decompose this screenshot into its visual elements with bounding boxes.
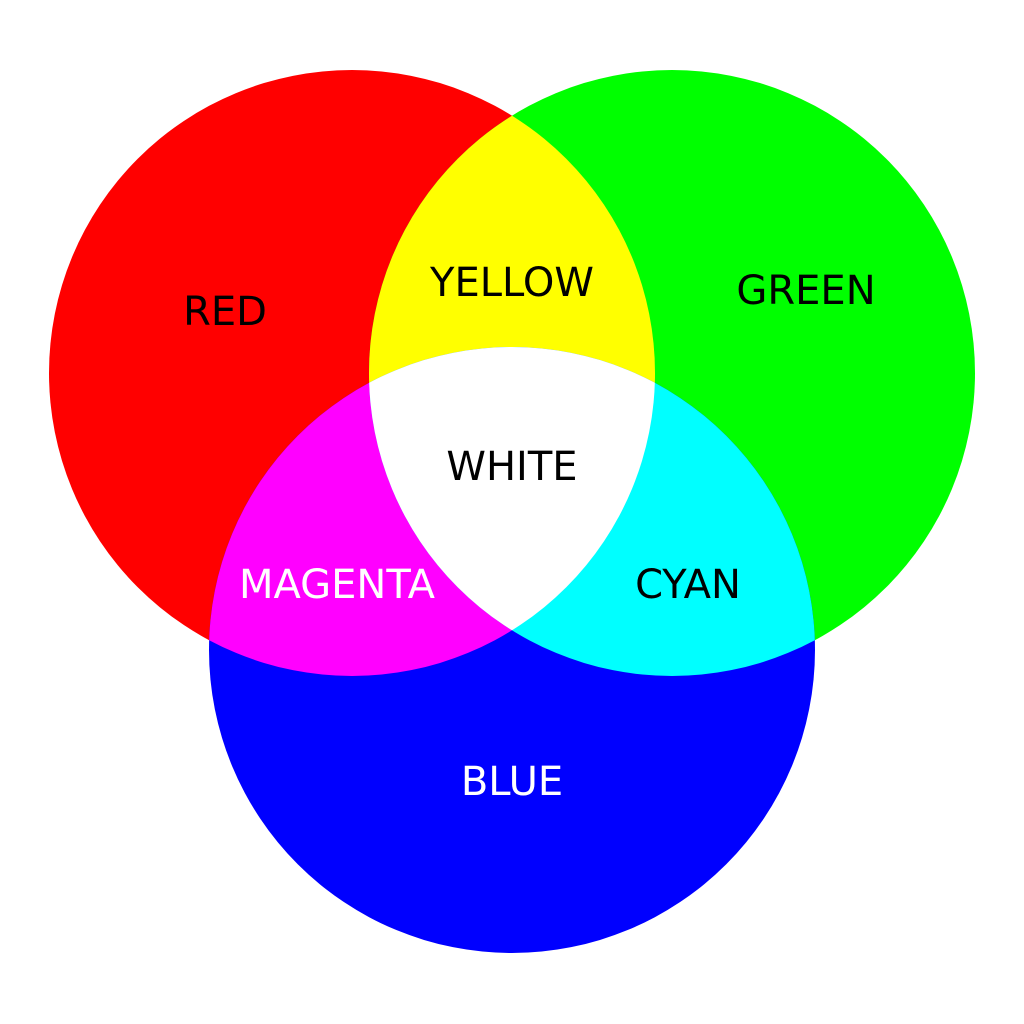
- red-label: RED: [183, 289, 267, 335]
- blue-label: BLUE: [461, 759, 563, 805]
- yellow-label: YELLOW: [429, 260, 594, 306]
- magenta-label: MAGENTA: [239, 562, 436, 608]
- green-label: GREEN: [736, 268, 875, 314]
- white-label: WHITE: [446, 444, 577, 490]
- cyan-label: CYAN: [635, 562, 741, 608]
